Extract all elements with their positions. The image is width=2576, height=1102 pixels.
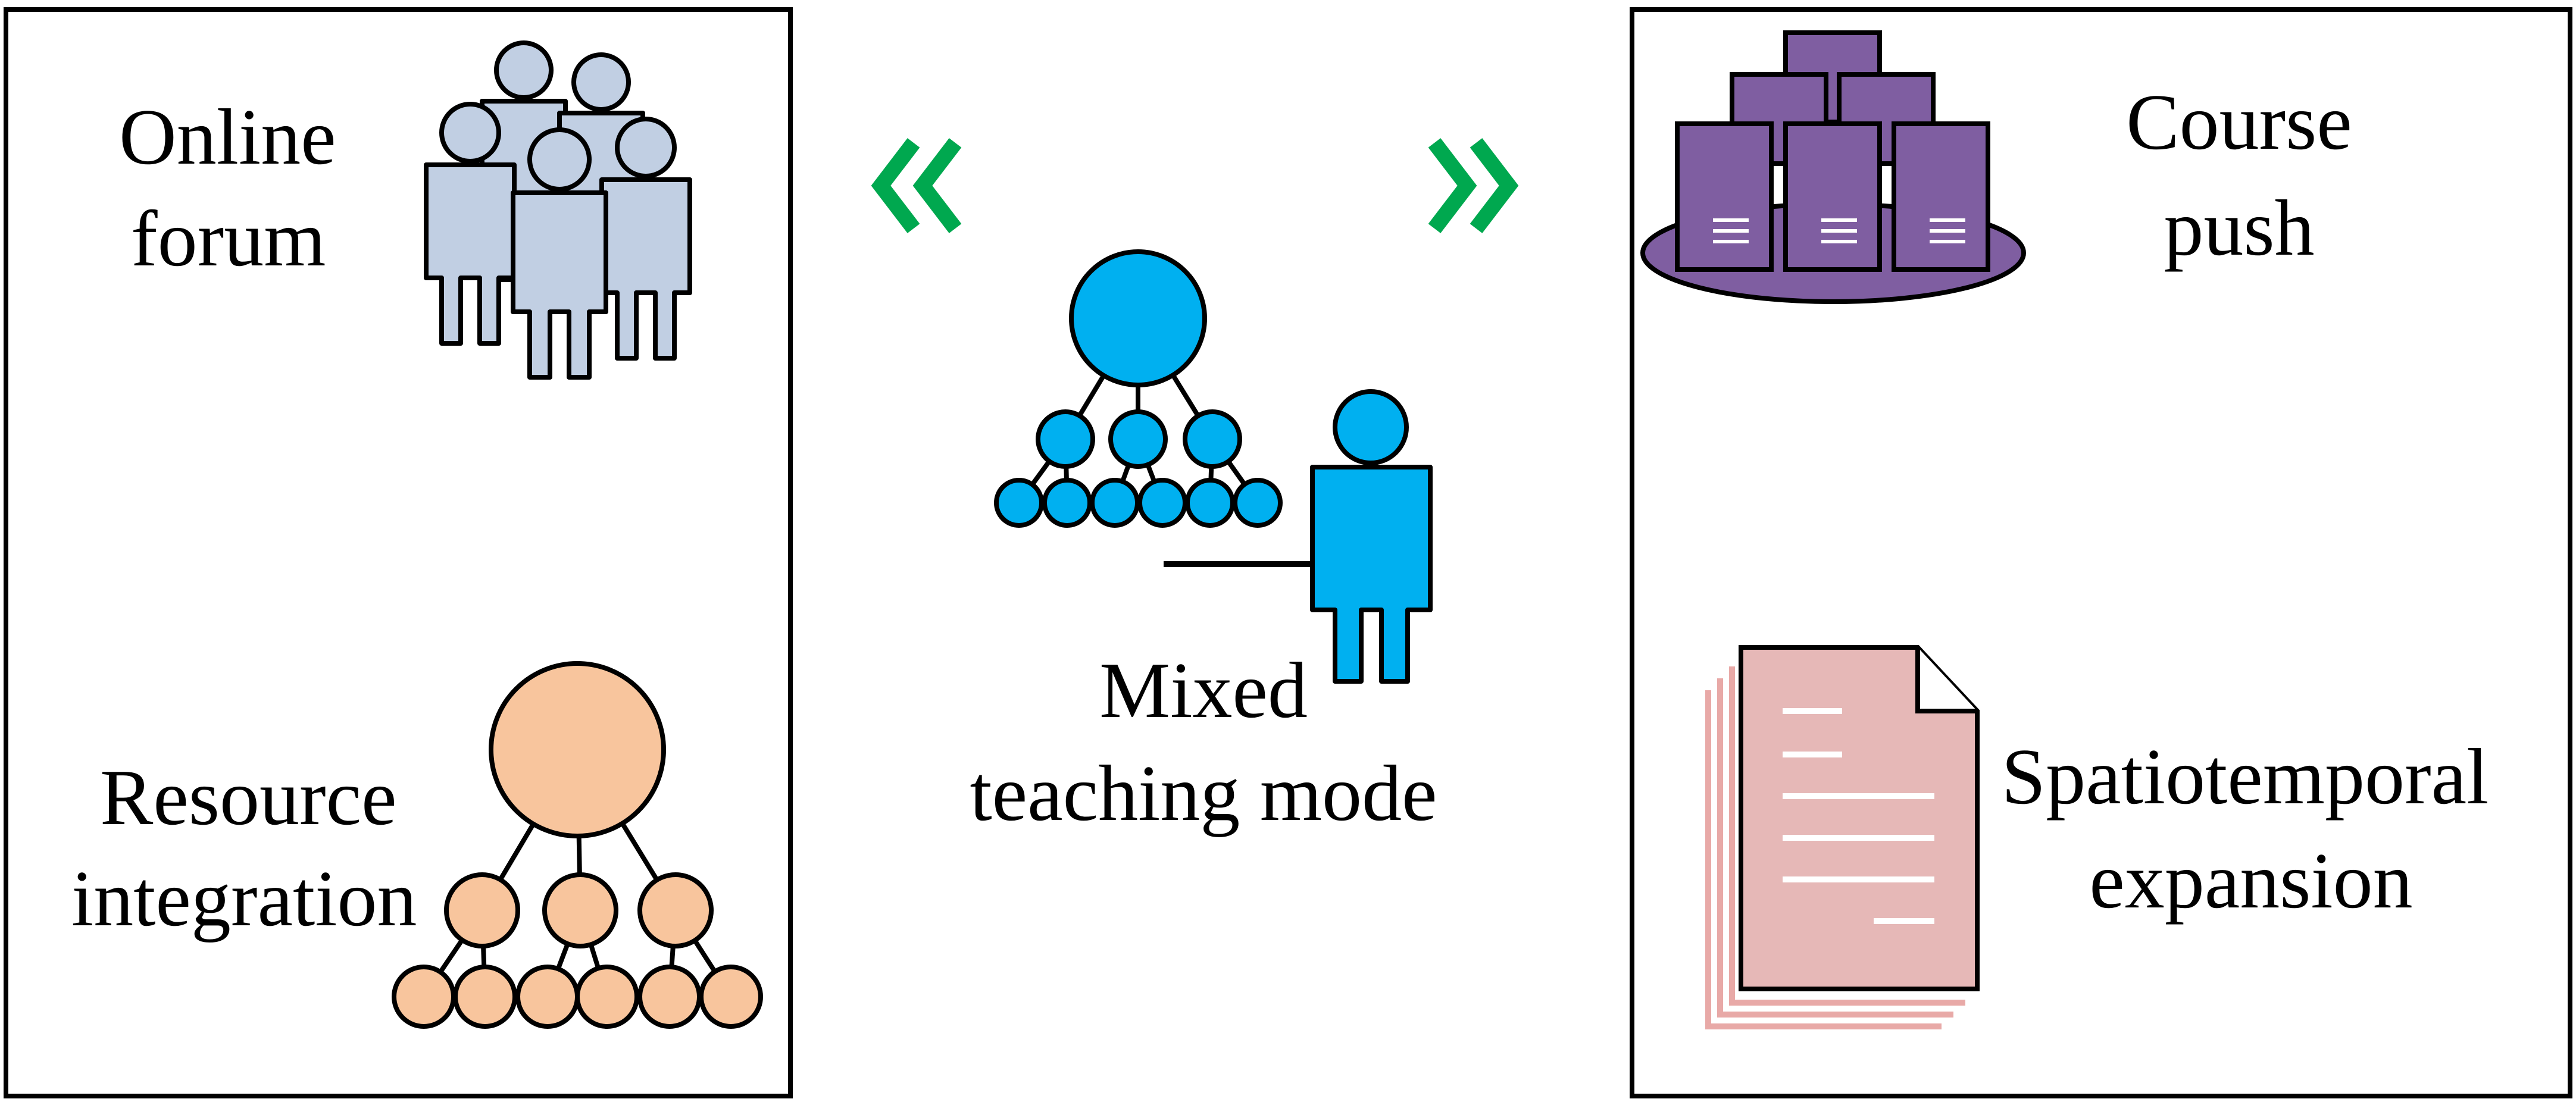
- course-push-label-line2: push: [2164, 184, 2314, 272]
- resource-integration-label-line2: integration: [71, 854, 417, 943]
- documents-icon: [1705, 645, 1980, 1029]
- spatiotemporal-label-line2: expansion: [2089, 837, 2412, 925]
- left-panel-frame: [4, 7, 793, 1098]
- online-forum-label-line2: forum: [131, 195, 326, 283]
- spatiotemporal-label-line1: Spatiotemporal: [2002, 732, 2489, 821]
- center-title-line1: Mixed: [1099, 646, 1308, 734]
- center-title-line2: teaching mode: [970, 749, 1437, 837]
- resource-integration-label-line1: Resource: [100, 753, 397, 841]
- online-forum-label-line1: Online: [119, 93, 336, 181]
- double-chevron-right-icon: [1428, 138, 1519, 233]
- right-panel-frame: [1630, 7, 2572, 1098]
- double-chevron-left-icon: [871, 138, 962, 233]
- servers-icon: [1640, 30, 2026, 304]
- hierarchy-icon: [392, 661, 763, 1029]
- course-push-label-line1: Course: [2126, 78, 2352, 166]
- teacher-hierarchy-icon: [994, 249, 1433, 684]
- people-group-icon: [424, 40, 692, 380]
